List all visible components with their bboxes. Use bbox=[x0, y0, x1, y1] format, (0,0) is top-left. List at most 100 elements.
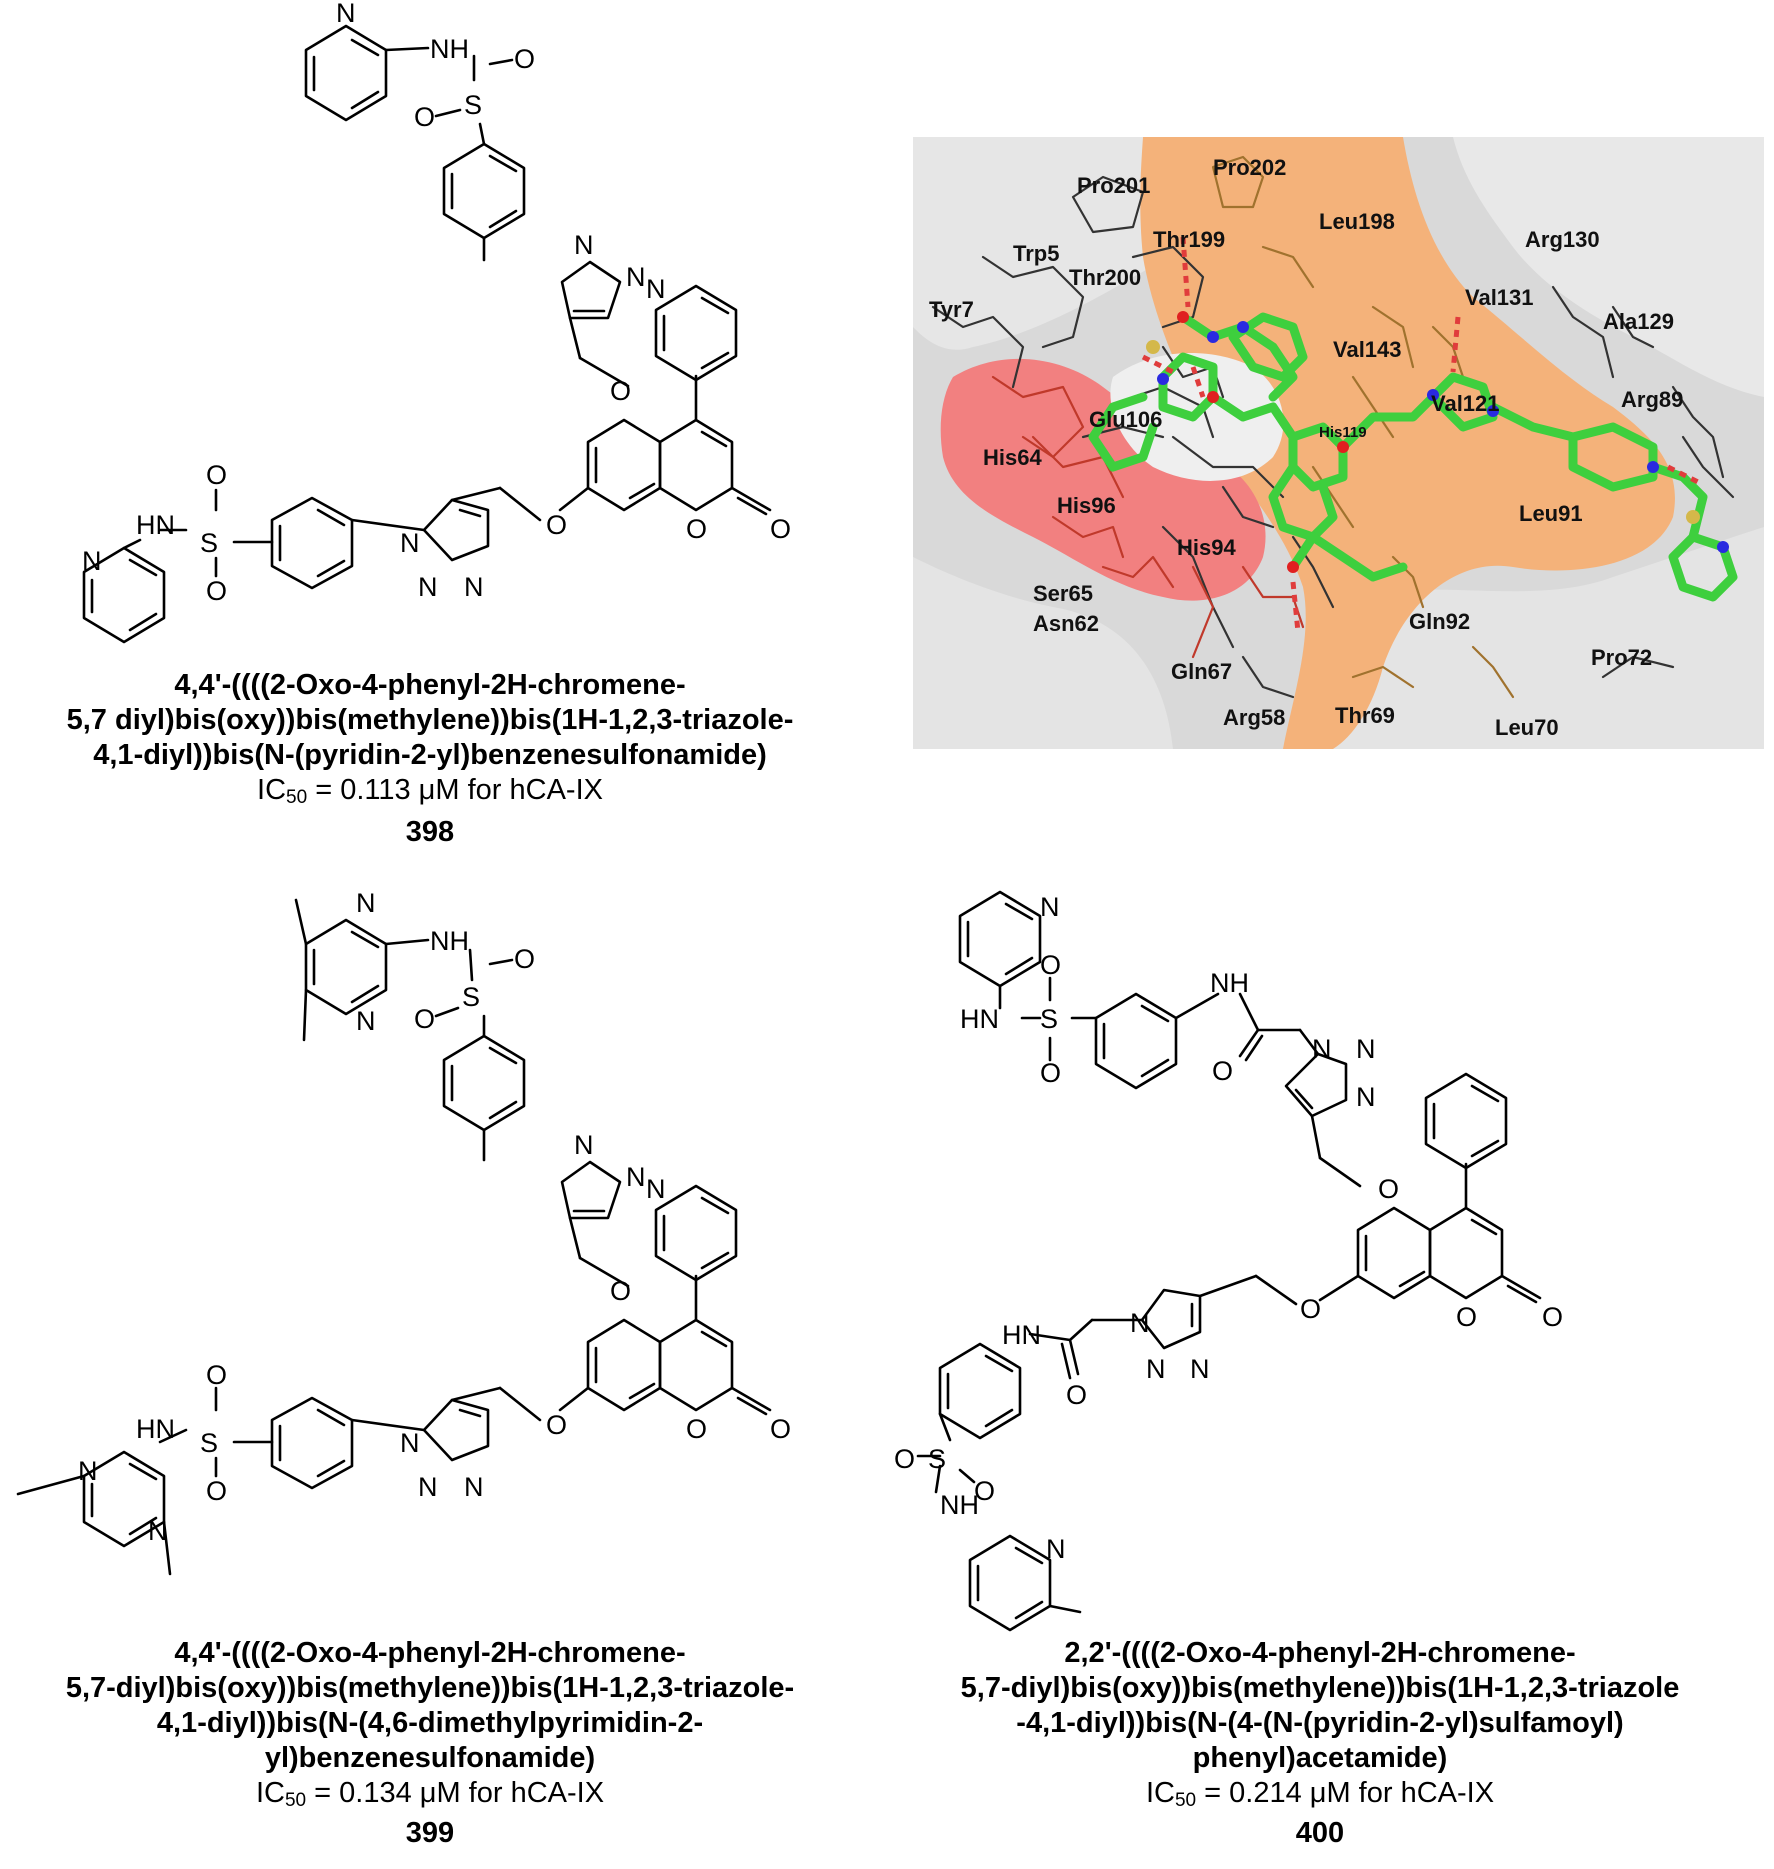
atom-n: N bbox=[78, 1456, 98, 1486]
atom-o: O bbox=[1456, 1302, 1477, 1332]
atom-o: O bbox=[206, 576, 227, 606]
caption-399: 4,4'-((((2-Oxo-4-phenyl-2H-chromene- 5,7… bbox=[0, 1636, 860, 1848]
atom-o: O bbox=[206, 1360, 227, 1390]
atom-o: O bbox=[894, 1444, 915, 1474]
compound-name-line: -4,1-diyl))bis(N-(4-(N-(pyridin-2-yl)sul… bbox=[1016, 1707, 1624, 1739]
caption-398: 4,4'-((((2-Oxo-4-phenyl-2H-chromene- 5,7… bbox=[0, 668, 860, 850]
atom-hn: HN bbox=[1002, 1320, 1041, 1350]
atom-n: N bbox=[1046, 1534, 1066, 1564]
atom-n: N bbox=[400, 528, 420, 558]
atom-o: O bbox=[1040, 1058, 1061, 1088]
atom-o: O bbox=[206, 460, 227, 490]
atom-n: N bbox=[1130, 1308, 1150, 1338]
atom-o: O bbox=[546, 1410, 567, 1440]
atom-o: O bbox=[974, 1476, 995, 1506]
atom-n: N bbox=[574, 1130, 594, 1160]
residue-label: Tyr7 bbox=[929, 297, 974, 322]
caption-400: 2,2'-((((2-Oxo-4-phenyl-2H-chromene- 5,7… bbox=[900, 1636, 1740, 1848]
residue-label: Ala129 bbox=[1603, 309, 1674, 334]
compound-name-line: 4,1-diyl))bis(N-(pyridin-2-yl)benzenesul… bbox=[93, 739, 767, 771]
atom-n: N bbox=[626, 1162, 646, 1192]
residue-label: Thr200 bbox=[1069, 265, 1141, 290]
compound-name-line: 4,4'-((((2-Oxo-4-phenyl-2H-chromene- bbox=[174, 1637, 686, 1669]
residue-label: Arg58 bbox=[1223, 705, 1285, 730]
atom-n: N bbox=[1356, 1034, 1376, 1064]
atom-o: O bbox=[1066, 1380, 1087, 1410]
atom-o: O bbox=[546, 510, 567, 540]
atom-n: N bbox=[356, 888, 376, 918]
atom-o: O bbox=[414, 1004, 435, 1034]
compound-name-line: 5,7-diyl)bis(oxy))bis(methylene))bis(1H-… bbox=[65, 1672, 795, 1704]
atom-n: N bbox=[646, 274, 666, 304]
atom-o: O bbox=[610, 1276, 631, 1306]
atom-o: O bbox=[1378, 1174, 1399, 1204]
atom-s: S bbox=[200, 1428, 218, 1458]
residue-label: Leu70 bbox=[1495, 715, 1559, 740]
atom-nh: NH bbox=[1210, 968, 1249, 998]
residue-label: His94 bbox=[1177, 535, 1236, 560]
compound-number: 398 bbox=[405, 816, 455, 848]
atom-o: O bbox=[686, 514, 707, 544]
residue-label: Gln67 bbox=[1171, 659, 1232, 684]
residue-label: Ser65 bbox=[1033, 581, 1093, 606]
compound-number: 400 bbox=[1295, 1817, 1345, 1849]
atom-nh: NH bbox=[430, 926, 469, 956]
residue-label: Val131 bbox=[1465, 285, 1534, 310]
compound-name-line: 5,7 diyl)bis(oxy))bis(methylene))bis(1H-… bbox=[66, 704, 794, 736]
residue-label: Pro202 bbox=[1213, 155, 1286, 180]
atom-n: N bbox=[1146, 1354, 1166, 1384]
atom-n: N bbox=[1312, 1034, 1332, 1064]
atom-n: N bbox=[418, 1472, 438, 1502]
residue-label: Arg89 bbox=[1621, 387, 1683, 412]
compound-name-line: yl)benzenesulfonamide) bbox=[264, 1742, 596, 1774]
residue-label: Val143 bbox=[1333, 337, 1402, 362]
atom-o: O bbox=[610, 376, 631, 406]
atom-n: N bbox=[356, 1006, 376, 1036]
residue-label: His64 bbox=[983, 445, 1042, 470]
atom-n: N bbox=[464, 572, 484, 602]
atom-o: O bbox=[1300, 1294, 1321, 1324]
atom-n: N bbox=[1190, 1354, 1210, 1384]
residue-label: Val121 bbox=[1431, 391, 1500, 416]
atom-n: N bbox=[464, 1472, 484, 1502]
atom-hn: HN bbox=[136, 1414, 175, 1444]
atom-s: S bbox=[462, 982, 480, 1012]
residue-label: Thr199 bbox=[1153, 227, 1225, 252]
atom-s: S bbox=[1040, 1004, 1058, 1034]
residue-label: Pro201 bbox=[1077, 173, 1150, 198]
atom-nh: NH bbox=[940, 1490, 979, 1520]
atom-n: N bbox=[1356, 1082, 1376, 1112]
atom-n: N bbox=[336, 0, 356, 28]
structure-399: N N NH S O O N N N O O O O N N N S O O H… bbox=[16, 888, 791, 1576]
atom-o: O bbox=[1212, 1056, 1233, 1086]
residue-label: His119 bbox=[1319, 424, 1367, 441]
atom-o: O bbox=[770, 1414, 791, 1444]
compound-name-line: 5,7-diyl)bis(oxy))bis(methylene))bis(1H-… bbox=[960, 1672, 1680, 1704]
ic50-value: IC50 = 0.214 μM for hCA-IX bbox=[1145, 1777, 1495, 1811]
compound-number: 399 bbox=[405, 1817, 455, 1849]
atom-s: S bbox=[200, 528, 218, 558]
atom-o: O bbox=[686, 1414, 707, 1444]
compound-name-line: 2,2'-((((2-Oxo-4-phenyl-2H-chromene- bbox=[1064, 1637, 1576, 1669]
atom-hn: HN bbox=[960, 1004, 999, 1034]
atom-n: N bbox=[82, 546, 102, 576]
atom-o: O bbox=[1542, 1302, 1563, 1332]
atom-n: N bbox=[148, 1516, 168, 1546]
residue-label: Gln92 bbox=[1409, 609, 1470, 634]
residue-label: Leu91 bbox=[1519, 501, 1583, 526]
residue-label: Asn62 bbox=[1033, 611, 1099, 636]
structure-400-pyridine: N bbox=[968, 1534, 1082, 1632]
ic50-value: IC50 = 0.113 μM for hCA-IX bbox=[257, 774, 603, 808]
atom-o: O bbox=[514, 944, 535, 974]
atom-n: N bbox=[574, 230, 594, 260]
ic50-value: IC50 = 0.134 μM for hCA-IX bbox=[255, 1777, 605, 1811]
atom-o: O bbox=[770, 514, 791, 544]
residue-label: Pro72 bbox=[1591, 645, 1652, 670]
residue-label: Trp5 bbox=[1013, 241, 1059, 266]
atom-o: O bbox=[1040, 950, 1061, 980]
atom-o: O bbox=[206, 1476, 227, 1506]
atom-s: S bbox=[464, 90, 482, 120]
atom-nh: NH bbox=[430, 34, 469, 64]
structure-400: N HN S O O NH O N N N O O O O N N N HN O… bbox=[894, 890, 1563, 1520]
atom-n: N bbox=[400, 1428, 420, 1458]
